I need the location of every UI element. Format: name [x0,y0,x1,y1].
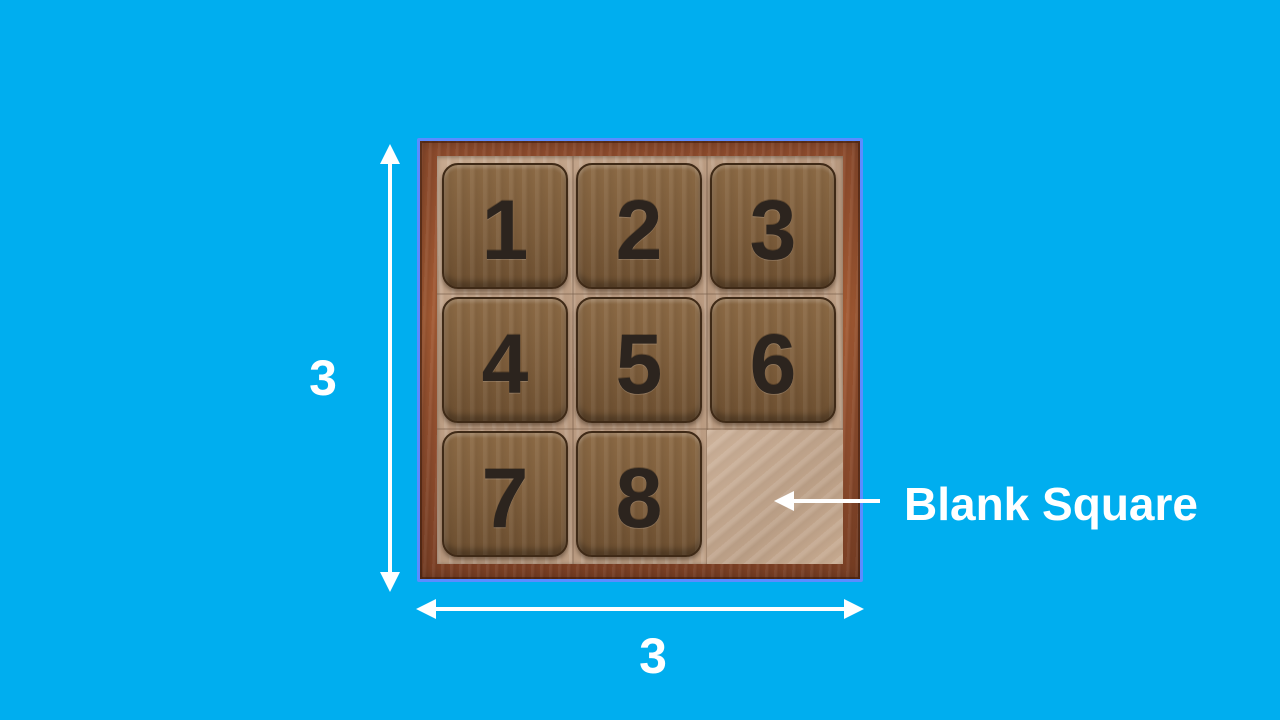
tile-number: 6 [749,317,797,411]
tile-number: 4 [481,317,529,411]
width-label: 3 [639,628,667,684]
blank-square-pointer-arrow [774,491,880,511]
grid-line-horizontal-2 [437,428,843,430]
tile-1[interactable]: 1 [442,163,568,289]
tile-6[interactable]: 6 [710,297,836,423]
tile-number: 8 [615,451,663,545]
tile-2[interactable]: 2 [576,163,702,289]
height-label: 3 [309,350,337,406]
tile-number: 5 [615,317,663,411]
width-arrow [416,599,864,619]
tile-number: 2 [615,183,663,277]
grid-line-vertical-1 [572,156,574,564]
blank-square [707,430,843,564]
grid-line-vertical-2 [706,156,708,564]
tile-3[interactable]: 3 [710,163,836,289]
tile-5[interactable]: 5 [576,297,702,423]
grid-line-horizontal-1 [437,293,843,295]
board-selection-outline [417,138,863,582]
tile-number: 1 [481,183,529,277]
blank-square-label: Blank Square [904,478,1198,530]
tile-8[interactable]: 8 [576,431,702,557]
tile-7[interactable]: 7 [442,431,568,557]
height-arrow [380,144,400,592]
tile-4[interactable]: 4 [442,297,568,423]
tile-number: 3 [749,183,797,277]
tile-number: 7 [481,451,529,545]
